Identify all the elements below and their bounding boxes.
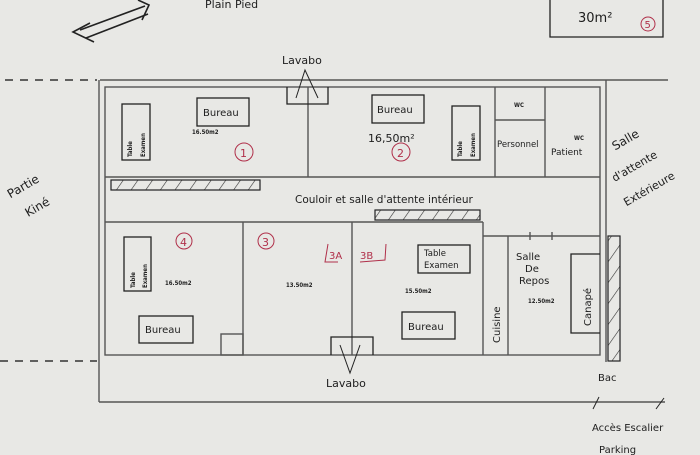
building-walls — [98, 79, 668, 403]
room-4: Table Examen 4 16.50m2 Bureau — [123, 232, 194, 344]
sub-room-3a: 3A — [329, 251, 342, 262]
desk-label: Bureau — [377, 105, 413, 116]
double-arrow-icon — [71, 0, 151, 43]
svg-text:Salle: Salle — [516, 252, 540, 263]
room-number: 2 — [397, 147, 404, 160]
svg-text:Table: Table — [423, 249, 446, 259]
hatched-partition — [374, 209, 481, 221]
sink-bottom: Lavabo — [326, 336, 374, 390]
svg-text:Repos: Repos — [519, 276, 549, 287]
room-area: 12.50m2 — [528, 298, 555, 305]
room-area: 13.50m2 — [286, 282, 313, 289]
parking-label: Parking — [599, 445, 636, 455]
svg-text:Examen: Examen — [424, 261, 459, 271]
room-3: 3 13.50m2 3A 3B — [257, 232, 387, 289]
room-number: 4 — [180, 236, 187, 249]
hatched-partition — [110, 179, 261, 191]
room-area: 16,50m² — [368, 132, 415, 145]
svg-text:Lavabo: Lavabo — [282, 54, 322, 67]
svg-text:De: De — [525, 264, 539, 275]
wc-patient-label: WC — [574, 135, 584, 142]
sub-room-3b: 3B — [360, 251, 373, 262]
room-number: 1 — [240, 147, 247, 160]
sink-top: Lavabo — [282, 54, 329, 105]
room-number: 3 — [262, 236, 269, 249]
hatched-partition-bac — [607, 235, 621, 362]
bac-label: Bac — [598, 373, 617, 384]
room-3b: Table Examen 15.50m2 Bureau — [401, 244, 471, 340]
desk-label: Bureau — [408, 322, 444, 333]
desk-label: Bureau — [145, 325, 181, 336]
annex-number: 5 — [645, 20, 651, 31]
wc-staff-label: WC — [514, 102, 524, 109]
svg-text:Examen: Examen — [142, 264, 149, 288]
annex-room: 30m² 5 — [549, 0, 664, 38]
svg-text:Lavabo: Lavabo — [326, 377, 366, 390]
desk-label: Bureau — [203, 108, 239, 119]
room-area: 16.50m2 — [165, 280, 192, 287]
access-tick — [592, 396, 600, 410]
wc-patient-label: Patient — [551, 148, 583, 158]
room-area: 16.50m2 — [192, 129, 219, 136]
rest-room: Salle De Repos 12.50m2 Canapé — [516, 252, 600, 334]
room-2: Bureau 16,50m² Table Examen 2 — [368, 94, 481, 162]
corridor-label: Couloir et salle d'attente intérieur — [295, 194, 474, 206]
room-area: 15.50m2 — [405, 288, 432, 295]
sofa-label: Canapé — [582, 288, 594, 326]
svg-text:Table: Table — [130, 272, 137, 288]
svg-text:Examen: Examen — [140, 133, 147, 157]
kitchen-label: Cuisine — [492, 306, 503, 343]
access-tick — [655, 397, 665, 410]
svg-text:Examen: Examen — [470, 133, 477, 157]
svg-text:Kiné: Kiné — [22, 195, 52, 220]
access-label: Accès Escalier — [592, 422, 664, 434]
personnel-label: Personnel — [497, 140, 539, 150]
svg-text:Partie: Partie — [5, 172, 42, 201]
annex-area: 30m² — [578, 11, 612, 26]
left-label: Partie Kiné — [5, 172, 52, 220]
svg-text:Table: Table — [127, 141, 134, 157]
plan-title: Plain Pied — [205, 0, 258, 11]
svg-text:Salle: Salle — [609, 127, 641, 154]
svg-text:Table: Table — [457, 141, 464, 157]
room-1: Table Examen Bureau 16.50m2 1 — [121, 97, 254, 162]
